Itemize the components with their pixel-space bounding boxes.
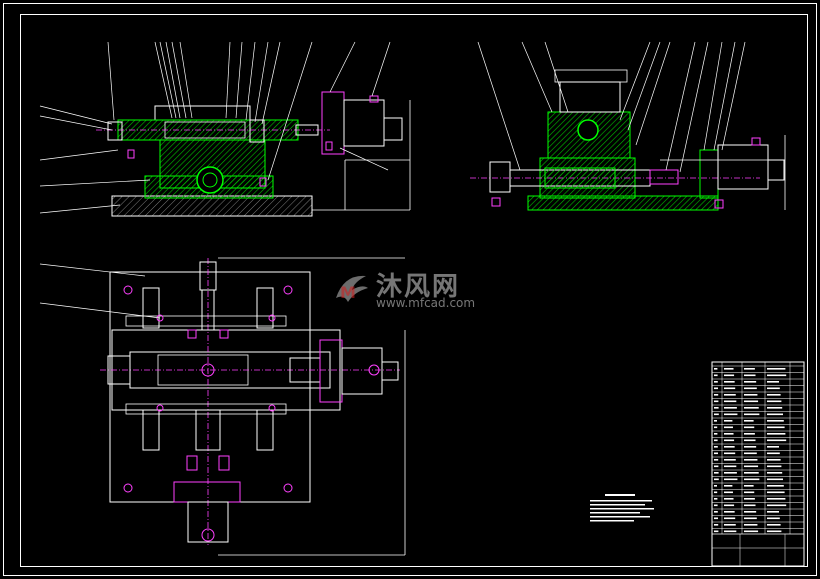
parts-list-title-block (711, 361, 805, 567)
side-view (470, 41, 786, 211)
outer-border (3, 3, 817, 576)
svg-text:M: M (340, 283, 356, 302)
front-view (39, 41, 411, 217)
technical-notes (590, 494, 654, 522)
brand-logo-icon: M (336, 275, 368, 302)
watermark-brand-name: 沐风网 (376, 272, 461, 302)
plan-view (39, 257, 406, 556)
watermark-url: www.mfcad.com (376, 296, 476, 310)
site-watermark: M 沐风网 www.mfcad.com (332, 264, 502, 314)
inner-border (20, 14, 808, 567)
